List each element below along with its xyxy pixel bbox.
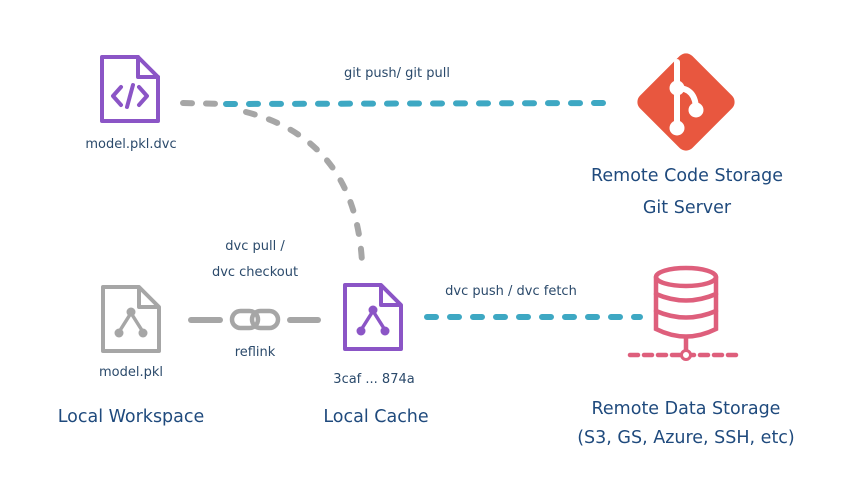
git-edge-label: git push/ git pull <box>344 66 450 81</box>
workspace-title: Local Workspace <box>57 407 205 427</box>
workspace-file-name: model.pkl <box>98 365 164 380</box>
reflink-label: reflink <box>234 345 276 360</box>
code-file-icon <box>100 55 160 123</box>
data-storage-title-line1: Remote Data Storage <box>591 399 781 419</box>
database-node <box>680 349 692 361</box>
database-icon <box>627 265 745 358</box>
cache-file-icon <box>343 283 403 351</box>
dvc-file-name: model.pkl.dvc <box>85 137 177 152</box>
pull-edge-label-line2: dvc checkout <box>211 265 299 280</box>
cache-title: Local Cache <box>323 407 429 427</box>
git-server-title-line1: Remote Code Storage <box>591 166 783 186</box>
git-connector <box>180 100 615 107</box>
git-connector-teal <box>223 100 615 107</box>
cache-file-hash: 3caf ... 874a <box>333 372 415 387</box>
git-server-title-line2: Git Server <box>642 198 732 218</box>
git-logo-icon <box>637 53 735 151</box>
cache-to-dvc-file-connector <box>243 109 365 265</box>
push-edge-label: dvc push / dvc fetch <box>445 284 577 299</box>
git-connector-gray <box>180 100 229 107</box>
pull-edge-label-line1: dvc pull / <box>225 239 285 254</box>
workspace-file-icon <box>101 285 161 353</box>
link-icon <box>229 308 281 331</box>
data-storage-title-line2: (S3, GS, Azure, SSH, etc) <box>577 428 795 448</box>
